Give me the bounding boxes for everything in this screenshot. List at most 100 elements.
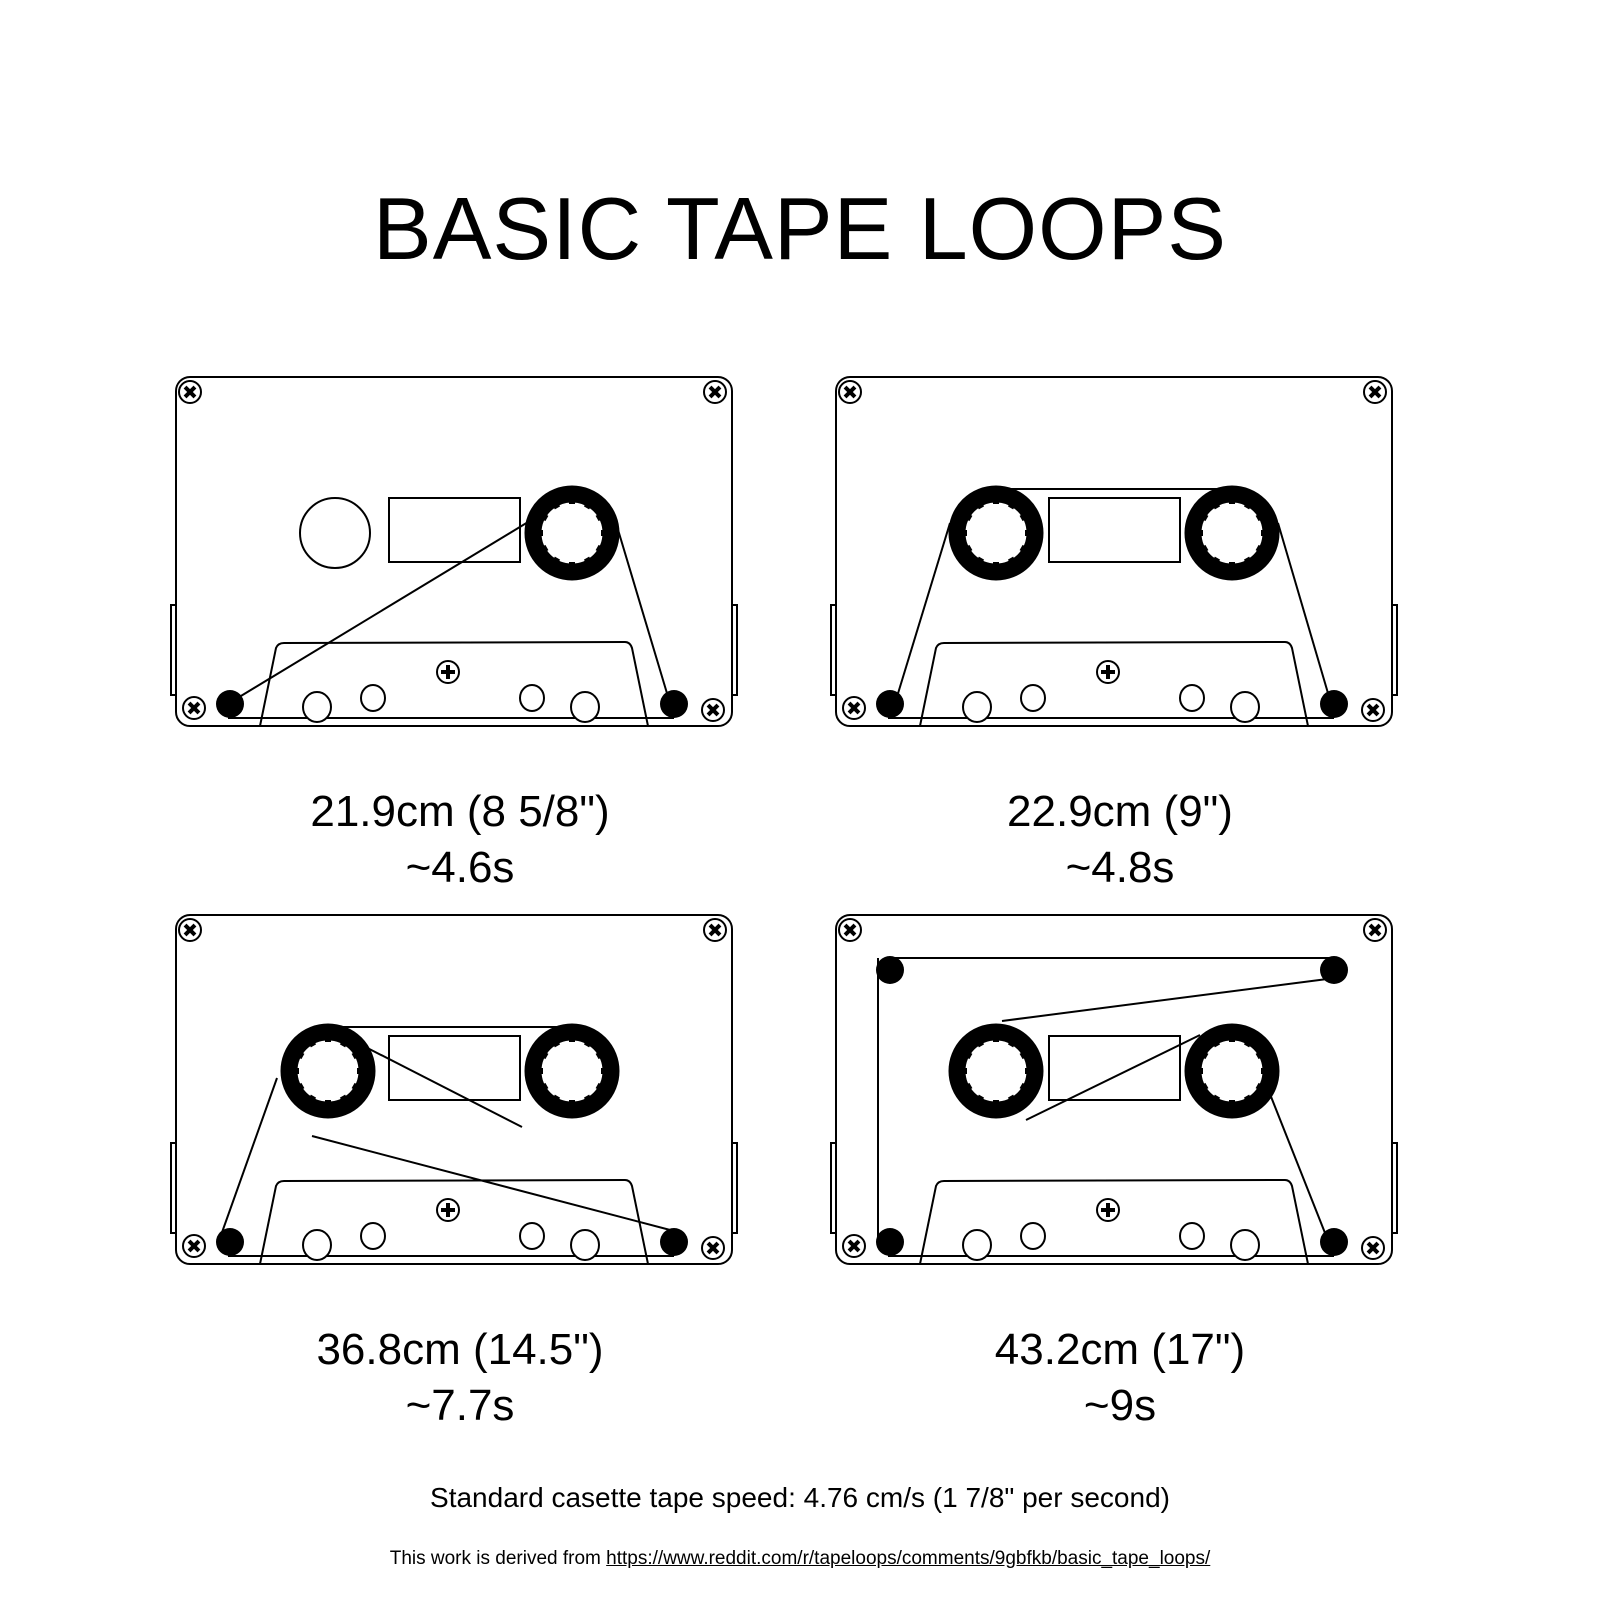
tape-guide-icon bbox=[876, 690, 904, 718]
screw-icon bbox=[703, 918, 727, 942]
loop-duration: ~4.8s bbox=[1065, 843, 1175, 892]
tape-reel-icon bbox=[524, 485, 620, 581]
tape-reel-icon bbox=[1184, 485, 1280, 581]
screw-icon bbox=[1363, 918, 1387, 942]
cassette-diagram-two-reel bbox=[830, 376, 1398, 727]
cassette-diagram-two-reel-cross bbox=[170, 914, 738, 1265]
screw-icon bbox=[1096, 1198, 1120, 1222]
tape-guide-icon bbox=[876, 956, 904, 984]
tape-speed-note: Standard casette tape speed: 4.76 cm/s (… bbox=[430, 1482, 1170, 1513]
cassette-shell bbox=[835, 376, 1393, 727]
loop-caption-1: 21.9cm (8 5/8") ~4.6s bbox=[170, 784, 750, 896]
capstan-hole bbox=[360, 1222, 386, 1250]
capstan-hole bbox=[519, 1222, 545, 1250]
tape-path bbox=[311, 1135, 675, 1232]
screw-icon bbox=[1096, 660, 1120, 684]
cassette-shell bbox=[175, 914, 733, 1265]
head-opening bbox=[919, 640, 1309, 727]
tape-guide-icon bbox=[876, 1228, 904, 1256]
screw-icon bbox=[178, 380, 202, 404]
tape-path bbox=[219, 1077, 278, 1239]
tape-guide-icon bbox=[660, 1228, 688, 1256]
label-window bbox=[1048, 1035, 1181, 1101]
capstan-hole bbox=[570, 691, 600, 723]
loop-caption-3: 36.8cm (14.5") ~7.7s bbox=[170, 1322, 750, 1434]
label-window bbox=[388, 1035, 521, 1101]
loop-caption-4: 43.2cm (17") ~9s bbox=[830, 1322, 1410, 1434]
tape-guide-icon bbox=[216, 1228, 244, 1256]
tape-path bbox=[1277, 522, 1331, 701]
tape-guide-icon bbox=[1320, 690, 1348, 718]
attribution: This work is derived from https://www.re… bbox=[0, 1548, 1600, 1570]
cassette-panel-4 bbox=[830, 908, 1410, 1288]
capstan-hole bbox=[1179, 684, 1205, 712]
attribution-prefix: This work is derived from bbox=[389, 1548, 607, 1569]
capstan-hole bbox=[302, 691, 332, 723]
tape-path bbox=[895, 522, 951, 701]
capstan-hole bbox=[1020, 684, 1046, 712]
tape-path bbox=[1025, 1034, 1201, 1121]
cassette-shell bbox=[835, 914, 1393, 1265]
screw-icon bbox=[701, 698, 725, 722]
screw-icon bbox=[1361, 1236, 1385, 1260]
shell-side-tab bbox=[170, 604, 738, 696]
label-window bbox=[1048, 497, 1181, 563]
screw-icon bbox=[182, 1234, 206, 1258]
tape-reel-icon bbox=[948, 485, 1044, 581]
loop-duration: ~9s bbox=[1083, 1381, 1157, 1430]
loop-duration: ~4.6s bbox=[405, 843, 515, 892]
screw-icon bbox=[436, 660, 460, 684]
capstan-hole bbox=[570, 1229, 600, 1261]
head-opening bbox=[259, 1178, 649, 1265]
tape-path bbox=[341, 1034, 523, 1128]
tape-guide-icon bbox=[660, 690, 688, 718]
screw-icon bbox=[703, 380, 727, 404]
head-opening bbox=[919, 1178, 1309, 1265]
loop-length: 21.9cm (8 5/8") bbox=[310, 787, 610, 836]
shell-side-tab bbox=[830, 1142, 1398, 1234]
screw-icon bbox=[842, 1234, 866, 1258]
tape-reel-icon bbox=[1184, 1023, 1280, 1119]
cassette-panel-3 bbox=[170, 908, 750, 1288]
screw-icon bbox=[1363, 380, 1387, 404]
screw-icon bbox=[182, 696, 206, 720]
tape-guide-icon bbox=[1320, 956, 1348, 984]
tape-guide-icon bbox=[216, 690, 244, 718]
loop-length: 36.8cm (14.5") bbox=[316, 1325, 604, 1374]
tape-reel-icon bbox=[280, 1023, 376, 1119]
screw-icon bbox=[838, 918, 862, 942]
capstan-hole bbox=[519, 684, 545, 712]
screw-icon bbox=[1361, 698, 1385, 722]
shell-side-tab bbox=[830, 604, 1398, 696]
capstan-hole bbox=[1179, 1222, 1205, 1250]
shell-side-tab bbox=[170, 1142, 738, 1234]
capstan-hole bbox=[1230, 1229, 1260, 1261]
capstan-hole bbox=[962, 691, 992, 723]
cassette-diagram-single-reel bbox=[170, 376, 738, 727]
tape-path bbox=[615, 522, 670, 701]
tape-path bbox=[1001, 977, 1336, 1022]
page-title: BASIC TAPE LOOPS bbox=[373, 179, 1227, 278]
screw-icon bbox=[701, 1236, 725, 1260]
screw-icon bbox=[838, 380, 862, 404]
screw-icon bbox=[842, 696, 866, 720]
tape-reel-icon bbox=[948, 1023, 1044, 1119]
loop-length: 22.9cm (9") bbox=[1007, 787, 1233, 836]
loop-length: 43.2cm (17") bbox=[994, 1325, 1246, 1374]
screw-icon bbox=[436, 1198, 460, 1222]
screw-icon bbox=[178, 918, 202, 942]
capstan-hole bbox=[1020, 1222, 1046, 1250]
loop-caption-2: 22.9cm (9") ~4.8s bbox=[830, 784, 1410, 896]
source-link[interactable]: https://www.reddit.com/r/tapeloops/comme… bbox=[606, 1548, 1211, 1569]
label-window bbox=[388, 497, 521, 563]
capstan-hole bbox=[360, 684, 386, 712]
tape-guide-icon bbox=[1320, 1228, 1348, 1256]
cassette-panel-1 bbox=[170, 370, 750, 750]
cassette-shell bbox=[175, 376, 733, 727]
cassette-diagram-four-guide bbox=[830, 914, 1398, 1265]
capstan-hole bbox=[1230, 691, 1260, 723]
empty-hub bbox=[299, 497, 371, 569]
head-opening bbox=[259, 640, 649, 727]
tape-path bbox=[1265, 1083, 1328, 1239]
loop-duration: ~7.7s bbox=[405, 1381, 515, 1430]
